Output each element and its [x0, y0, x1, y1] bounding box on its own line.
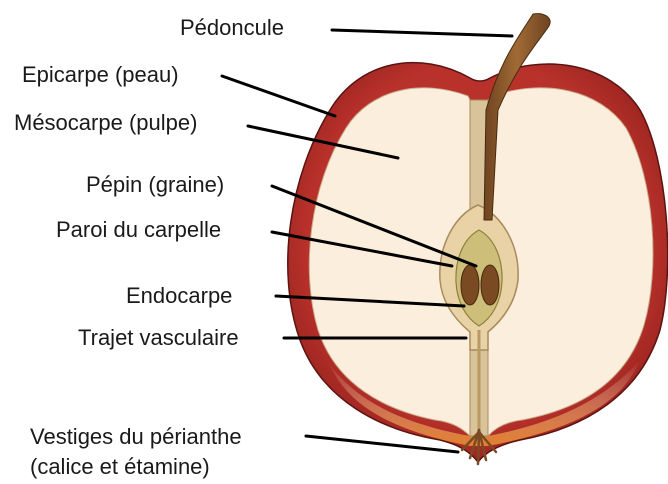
leader-epicarpe	[222, 76, 335, 116]
label-vestiges: Vestiges du périanthe (calice et étamine…	[30, 422, 242, 482]
label-epicarpe: Epicarpe (peau)	[22, 62, 179, 88]
label-vestiges-line1: Vestiges du périanthe	[30, 422, 242, 452]
label-paroi: Paroi du carpelle	[56, 217, 221, 243]
label-mesocarpe: Mésocarpe (pulpe)	[14, 110, 197, 136]
leader-pedoncule	[332, 30, 512, 36]
label-vestiges-line2: (calice et étamine)	[30, 452, 242, 482]
seed-left	[461, 265, 479, 305]
seed-right	[481, 265, 499, 305]
label-trajet: Trajet vasculaire	[78, 325, 239, 351]
label-pedoncule: Pédoncule	[180, 15, 284, 41]
label-pepin: Pépin (graine)	[86, 172, 224, 198]
label-endocarpe: Endocarpe	[126, 283, 232, 309]
